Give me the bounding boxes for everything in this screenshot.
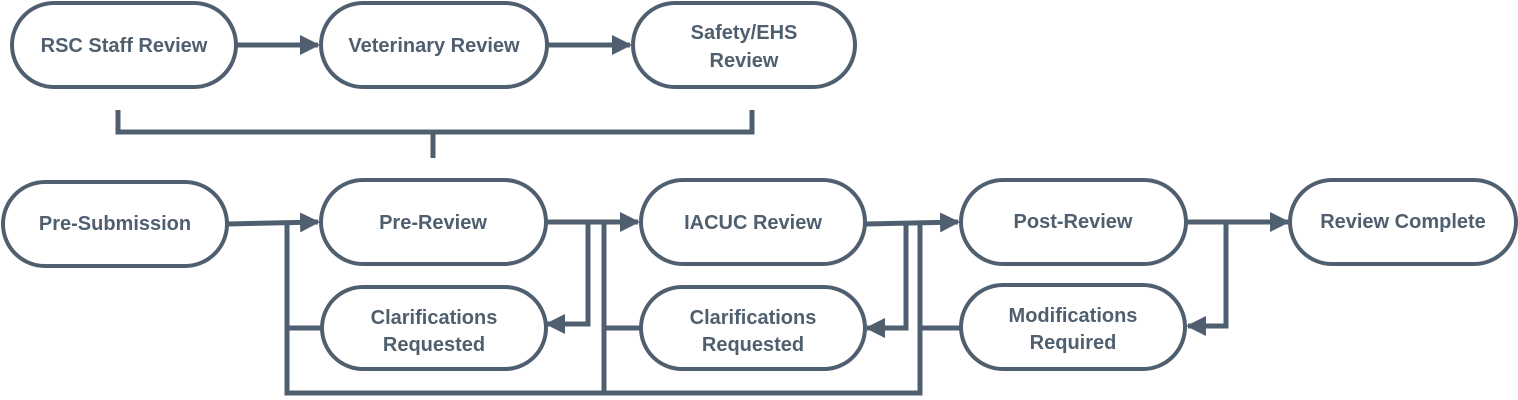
node-post-review: Post-Review [959,178,1188,266]
arrow-presubmission-to-prereview [226,212,320,233]
node-veterinary-review: Veterinary Review [319,1,549,89]
node-label: Safety/EHS [691,22,798,44]
node-label: Veterinary Review [348,35,520,57]
node-modifications-required: Modifications Required [959,283,1187,371]
node-label: Pre-Submission [39,213,191,235]
node-label: Post-Review [1014,211,1133,233]
node-clarifications-requested-2: Clarifications Requested [639,285,867,371]
node-clarifications-requested-1: Clarifications Requested [320,285,548,371]
connectors [115,35,1290,396]
node-label: Clarifications [371,307,498,329]
node-label: Review Complete [1320,211,1486,233]
arrow-prereview-to-clarifications [545,222,591,334]
node-iacuc-review: IACUC Review [639,178,867,266]
node-label: Requested [383,334,485,356]
node-label: Pre-Review [379,212,487,234]
review-bracket [115,110,755,158]
nodes: RSC Staff Review Veterinary Review Safet… [1,1,1518,371]
node-label: Required [1030,332,1117,354]
node-label: RSC Staff Review [41,35,208,57]
node-pre-submission: Pre-Submission [1,180,229,268]
node-label: IACUC Review [684,212,822,234]
node-label: Modifications [1009,305,1138,327]
node-label: Review [710,50,779,72]
node-label: Requested [702,334,804,356]
arrow-iacuc-to-clarifications [865,224,909,338]
node-rsc-staff-review: RSC Staff Review [10,1,238,89]
node-safety-ehs-review: Safety/EHS Review [631,1,857,89]
node-review-complete: Review Complete [1288,178,1518,266]
arrow-iacuc-to-postreview [864,212,960,233]
arrow-postreview-to-modifications [1186,222,1229,336]
return-loop-2 [601,325,640,393]
node-label: Clarifications [690,307,817,329]
node-pre-review: Pre-Review [319,178,548,266]
